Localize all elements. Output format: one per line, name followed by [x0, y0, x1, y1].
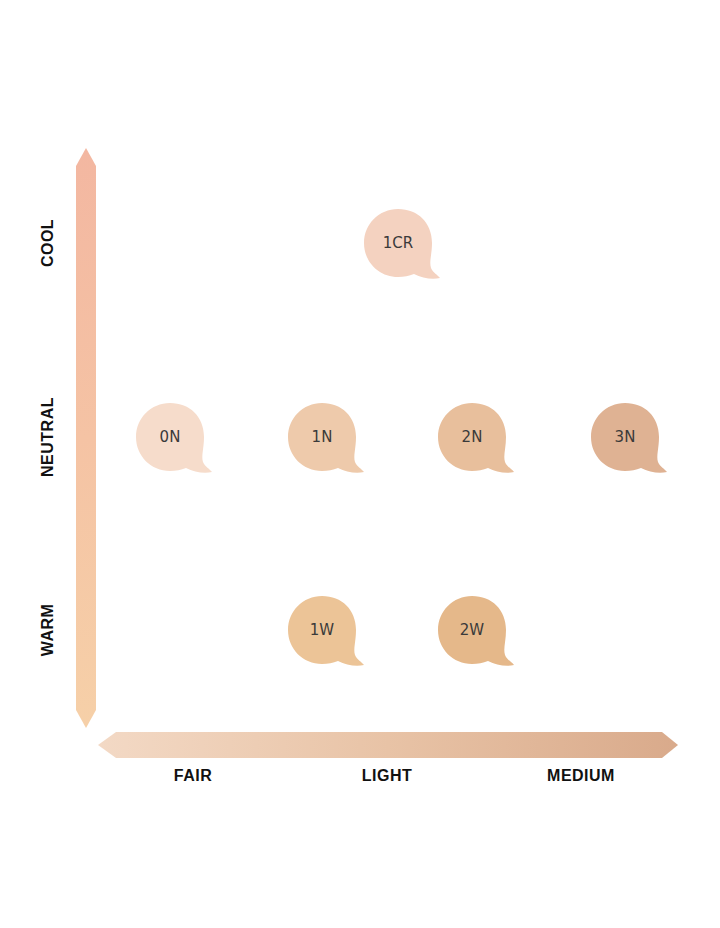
depth-axis-arrow: [98, 732, 678, 758]
shade-swatch: 2W: [436, 594, 516, 668]
shade-code: 1W: [286, 621, 358, 639]
shade-code: 3N: [589, 428, 661, 446]
depth-label: FAIR: [174, 767, 212, 785]
depth-label: MEDIUM: [547, 767, 615, 785]
depth-label: LIGHT: [362, 767, 413, 785]
shade-swatch: 1N: [286, 401, 366, 475]
shade-swatch: 2N: [436, 401, 516, 475]
shade-swatch: 3N: [589, 401, 669, 475]
shade-swatch: 1W: [286, 594, 366, 668]
shade-swatch: 0N: [134, 401, 214, 475]
shade-swatch: 1CR: [362, 207, 442, 281]
undertone-label: WARM: [39, 604, 57, 657]
shade-code: 1CR: [362, 234, 434, 252]
shade-code: 2W: [436, 621, 508, 639]
undertone-label: NEUTRAL: [39, 397, 57, 477]
shade-code: 1N: [286, 428, 358, 446]
shade-code: 0N: [134, 428, 206, 446]
tone-axis-arrow: [76, 148, 96, 728]
shade-code: 2N: [436, 428, 508, 446]
undertone-label: COOL: [39, 219, 57, 267]
